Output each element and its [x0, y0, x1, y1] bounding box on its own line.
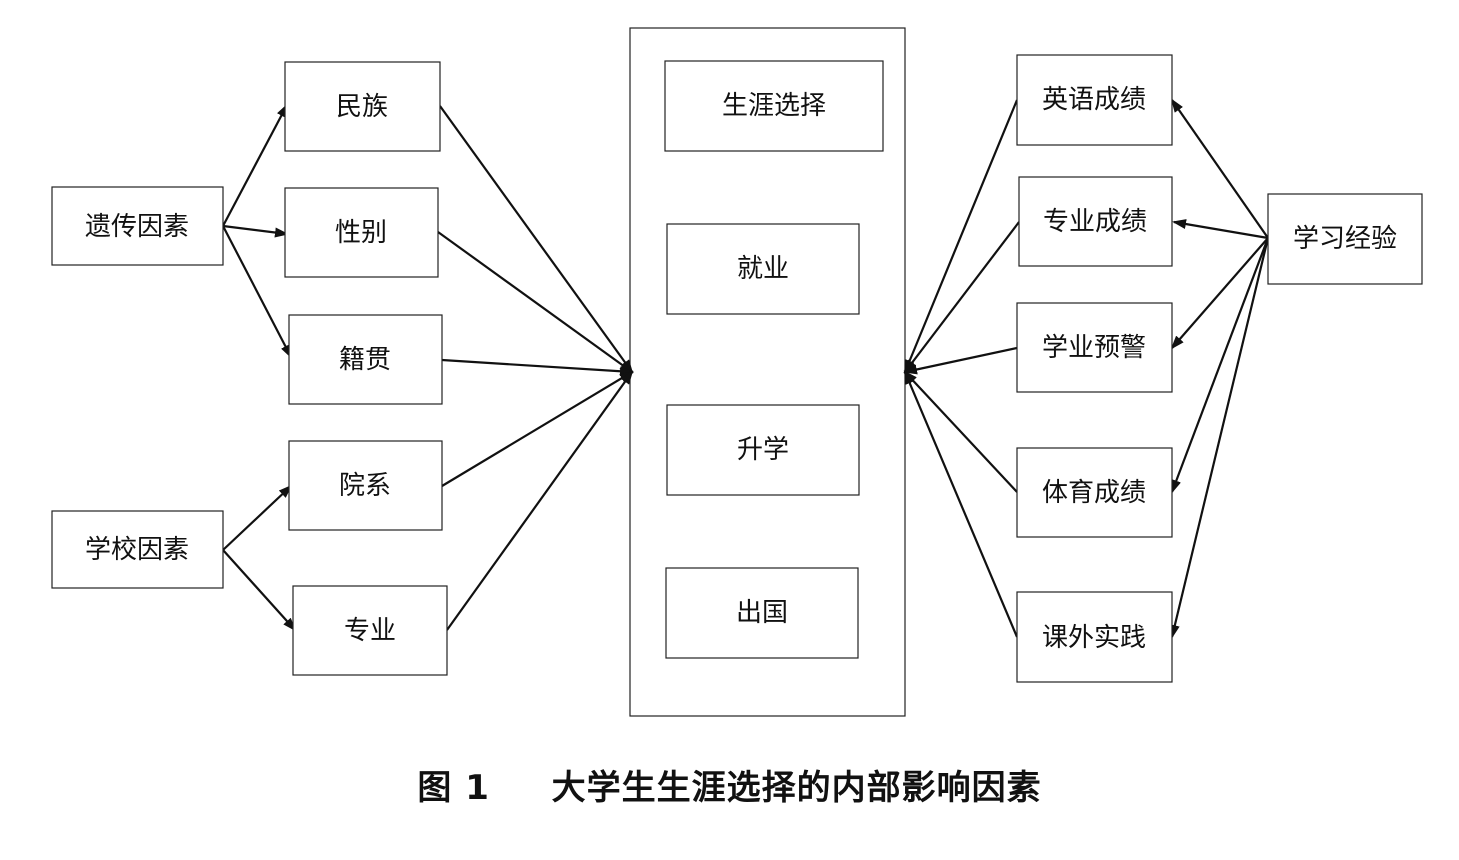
node-pe-score-label: 体育成绩 [1042, 478, 1146, 508]
node-school-factors: 学校因素 [51, 510, 224, 589]
node-department-label: 院系 [339, 471, 391, 501]
node-gender-label: 性别 [335, 218, 387, 248]
node-learning-experience-label: 学习经验 [1293, 224, 1397, 254]
node-academic-warning: 学业预警 [1016, 302, 1173, 393]
node-academic-warning-label: 学业预警 [1042, 333, 1146, 363]
node-major-score-label: 专业成绩 [1043, 207, 1147, 237]
node-origin: 籍贯 [288, 314, 443, 405]
node-origin-label: 籍贯 [339, 345, 391, 375]
node-further-study: 升学 [666, 404, 860, 496]
edges-left-sources [222, 103, 297, 632]
node-ethnicity: 民族 [284, 61, 441, 152]
node-extracurricular: 课外实践 [1016, 591, 1173, 683]
node-extracurricular-label: 课外实践 [1042, 623, 1146, 653]
figure-number: 图 1 [417, 768, 490, 808]
figure-caption: 图 1 大学生生涯选择的内部影响因素 [0, 760, 1459, 809]
figure-title: 大学生生涯选择的内部影响因素 [551, 768, 1042, 808]
edges-right-to-center [903, 99, 1020, 638]
edges-left-to-center [437, 105, 634, 631]
node-genetic-factors-label: 遗传因素 [85, 212, 189, 242]
node-english-score-label: 英语成绩 [1042, 85, 1146, 115]
node-study-abroad: 出国 [665, 567, 859, 659]
node-learning-experience: 学习经验 [1267, 193, 1423, 285]
node-major-label: 专业 [344, 616, 396, 646]
node-employment: 就业 [666, 223, 860, 315]
node-english-score: 英语成绩 [1016, 54, 1173, 146]
node-employment-label: 就业 [737, 254, 789, 284]
node-department: 院系 [288, 440, 443, 531]
node-career-choice: 生涯选择 [664, 60, 884, 152]
node-career-choice-label: 生涯选择 [722, 91, 826, 121]
node-further-study-label: 升学 [737, 435, 789, 465]
node-genetic-factors: 遗传因素 [51, 186, 224, 266]
node-gender: 性别 [284, 187, 439, 278]
node-major: 专业 [292, 585, 448, 676]
node-study-abroad-label: 出国 [736, 598, 788, 628]
node-major-score: 专业成绩 [1018, 176, 1173, 267]
edges-learning-experience [1169, 98, 1270, 639]
node-pe-score: 体育成绩 [1016, 447, 1173, 538]
node-ethnicity-label: 民族 [336, 92, 388, 122]
node-school-factors-label: 学校因素 [85, 535, 189, 565]
